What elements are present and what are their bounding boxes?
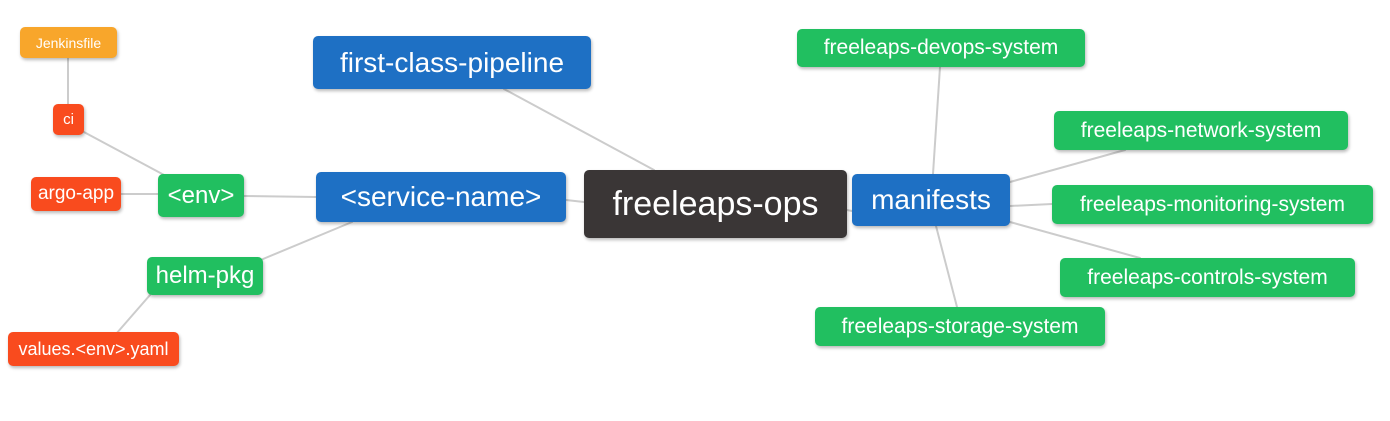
- node-ci[interactable]: ci: [53, 104, 84, 135]
- node-label: helm-pkg: [155, 262, 255, 289]
- edge-manifests--freeleaps-network-system: [1009, 149, 1126, 183]
- node-service-name[interactable]: <service-name>: [316, 172, 566, 222]
- node-label: freeleaps-network-system: [1080, 118, 1322, 142]
- edge-manifests--freeleaps-controls-system: [1009, 221, 1141, 259]
- edge-ci--env: [81, 130, 167, 177]
- node-env[interactable]: <env>: [158, 174, 244, 217]
- node-label: values.<env>.yaml: [18, 338, 169, 359]
- node-jenkinsfile[interactable]: Jenkinsfile: [20, 27, 117, 58]
- node-label: <env>: [167, 181, 235, 209]
- node-manifests[interactable]: manifests: [852, 174, 1010, 226]
- node-label: ci: [63, 111, 74, 128]
- node-label: first-class-pipeline: [339, 46, 565, 78]
- node-freeleaps-ops[interactable]: freeleaps-ops: [584, 170, 847, 238]
- node-freeleaps-controls-system[interactable]: freeleaps-controls-system: [1060, 258, 1355, 297]
- edge-values-env-yaml--helm-pkg: [115, 294, 151, 335]
- edge-helm-pkg--service-name: [262, 221, 353, 260]
- node-freeleaps-devops-system[interactable]: freeleaps-devops-system: [797, 29, 1085, 67]
- node-freeleaps-storage-system[interactable]: freeleaps-storage-system: [815, 307, 1105, 346]
- node-first-class-pipeline[interactable]: first-class-pipeline: [313, 36, 591, 89]
- node-freeleaps-network-system[interactable]: freeleaps-network-system: [1054, 111, 1348, 150]
- node-values-env-yaml[interactable]: values.<env>.yaml: [8, 332, 179, 366]
- edge-freeleaps-ops--manifests: [846, 209, 853, 212]
- edge-manifests--freeleaps-monitoring-system: [1009, 203, 1053, 207]
- node-label: freeleaps-monitoring-system: [1080, 192, 1345, 216]
- node-label: freeleaps-devops-system: [823, 36, 1059, 59]
- node-label: freeleaps-controls-system: [1087, 265, 1328, 289]
- edge-manifests--freeleaps-storage-system: [935, 225, 958, 308]
- edge-service-name--freeleaps-ops: [565, 199, 585, 203]
- edge-manifests--freeleaps-devops-system: [932, 66, 941, 175]
- node-label: Jenkinsfile: [35, 34, 102, 51]
- node-label: freeleaps-storage-system: [841, 314, 1079, 338]
- edge-first-class-pipeline--freeleaps-ops: [503, 88, 655, 171]
- edge-env--service-name: [243, 195, 317, 198]
- node-label: argo-app: [37, 183, 115, 204]
- node-argo-app[interactable]: argo-app: [31, 177, 121, 211]
- node-label: manifests: [871, 184, 991, 215]
- node-helm-pkg[interactable]: helm-pkg: [147, 257, 263, 295]
- node-freeleaps-monitoring-system[interactable]: freeleaps-monitoring-system: [1052, 185, 1373, 224]
- node-label: <service-name>: [340, 181, 542, 212]
- node-label: freeleaps-ops: [612, 184, 819, 223]
